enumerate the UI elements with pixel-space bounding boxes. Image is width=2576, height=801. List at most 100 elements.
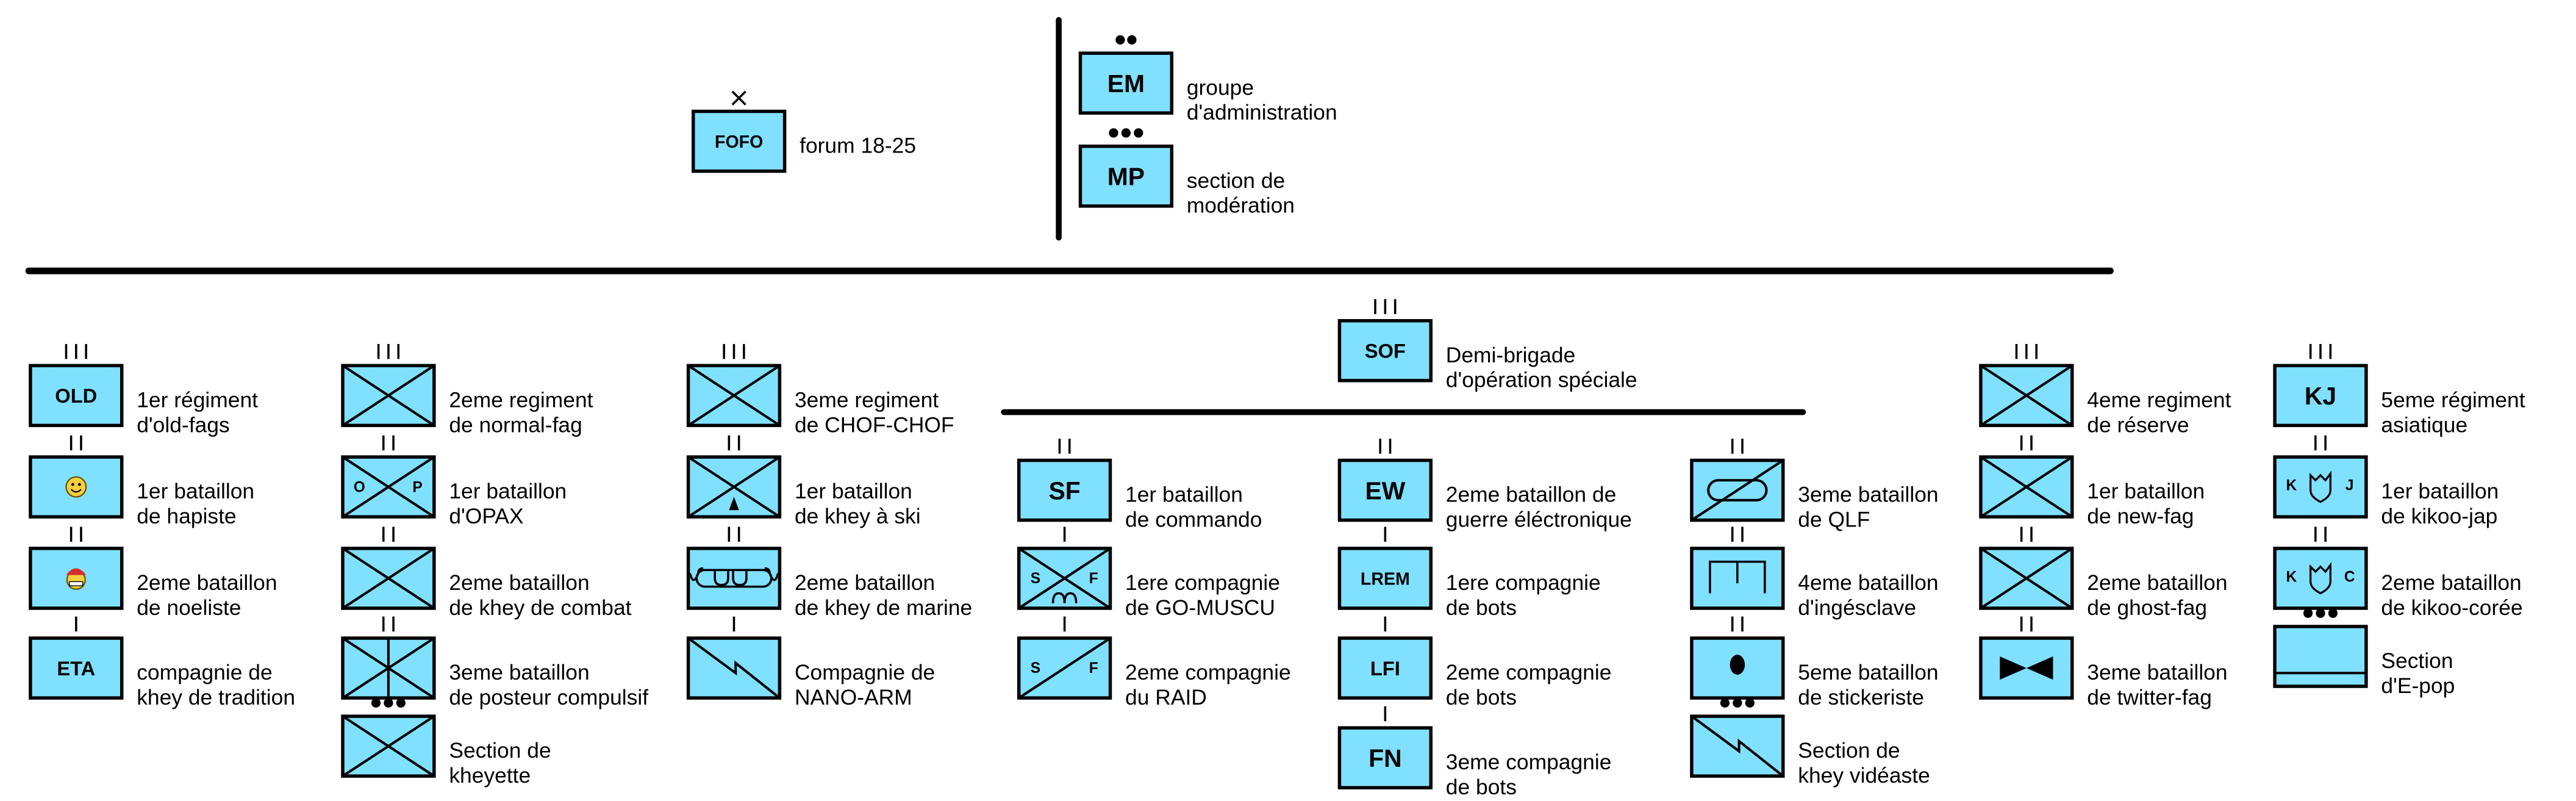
echelon-battalion-icon [382,526,395,542]
unit-frame [29,547,124,610]
unit-label: d'old-fags [137,412,229,437]
unit-label: 3eme compagnie [1446,750,1612,774]
signal-symbol-icon [687,637,781,699]
echelon-battalion-icon [2020,526,2033,542]
unit-label: 1er bataillon [795,479,912,503]
echelon-battalion-icon [1731,616,1744,632]
unit-label: asiatique [2381,412,2467,437]
echelon-regiment-icon [723,343,745,359]
unit-label: 5eme bataillon [1798,660,1938,684]
echelon-battalion-icon [2020,616,2033,632]
symbol-letter: K [2286,569,2297,585]
symbol-line [342,547,435,609]
infantry-symbol-icon [342,715,435,777]
unit-label: de khey de marine [795,595,972,620]
echelon-battalion-icon [70,435,82,451]
unit-code: OLD [55,384,97,407]
unit-frame [1078,51,1174,115]
unit-frame [1078,144,1174,208]
unit-label: groupe [1187,75,1254,99]
unit-frame [1337,319,1433,383]
echelon-battalion-icon [2314,526,2327,542]
unit-code: SOF [1365,340,1406,362]
code-symbol-icon: EM [1107,70,1145,98]
unit-label: d'OPAX [449,504,523,528]
echelon-battalion-icon [1731,439,1744,454]
echelon-battalion-icon [1058,439,1071,454]
unit-label: 4eme bataillon [1798,570,1938,595]
unit-label: 1er bataillon [449,479,567,503]
infantry-split-symbol-icon [342,637,435,699]
echelon-section-icon [2303,608,2338,618]
unit-label: 5eme régiment [2381,387,2525,412]
unit-label: guerre éléctronique [1446,508,1632,532]
unit-label: 3eme bataillon [2087,660,2227,684]
unit-label: du RAID [1125,685,1207,709]
unit-frame [1337,547,1433,610]
echelon-regiment-icon [2015,343,2038,359]
unit-label: de twitter-fag [2087,685,2212,709]
engineer-symbol-icon [1709,560,1766,594]
unit-label: 4eme regiment [2087,387,2231,412]
unit-label: forum 18-25 [800,134,916,158]
unit-label: d'E-pop [2381,673,2455,698]
unit-label: 1er bataillon [2087,479,2205,503]
unit-label: de posteur compulsif [449,685,648,709]
symbol-letter: P [412,479,422,495]
unit-label: khey vidéaste [1798,763,1930,788]
unit-code: ETA [57,657,95,680]
unit-label: section de [1187,168,1285,193]
code-symbol-icon: LREM [1361,569,1410,589]
unit-label: Section de [449,738,551,763]
unit-label: 2eme bataillon [795,570,935,595]
code-symbol-icon: KJ [2305,382,2336,410]
unit-frame [29,636,124,700]
amphibious-symbol-icon [689,567,779,588]
unit-label: de QLF [1798,508,1870,532]
echelon-section-icon [1720,698,1755,708]
code-symbol-icon: FN [1368,744,1401,772]
unit-frame [2273,547,2368,610]
signal-symbol-icon [1690,715,1784,777]
symbol-line [1980,456,2073,518]
echelon-regiment-icon [377,343,400,359]
